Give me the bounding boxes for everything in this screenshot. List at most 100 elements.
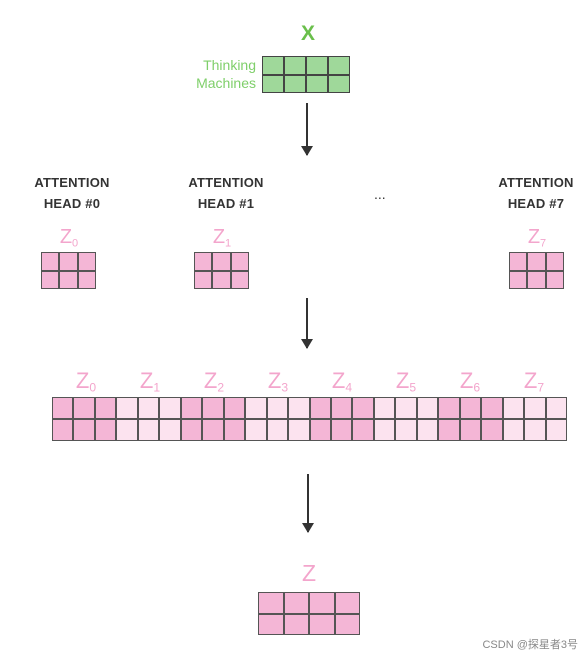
concat-label-z1: Z1 [118, 368, 182, 395]
matrix-cell [309, 613, 335, 635]
matrix-cell [284, 74, 306, 93]
matrix-cell [59, 252, 78, 271]
concat-label-z7: Z7 [502, 368, 566, 395]
head-title-line: HEAD #0 [43, 196, 101, 211]
matrix-cell [73, 419, 95, 441]
head-title-line: HEAD #1 [197, 196, 255, 211]
z-subscript: 5 [409, 380, 417, 395]
matrix-cell [223, 419, 246, 441]
matrix-cell [527, 270, 546, 289]
matrix-cell [284, 56, 306, 75]
matrix-cell [116, 397, 138, 419]
matrix-cell [94, 419, 117, 441]
z-letter: Z [203, 368, 218, 393]
head-0-z-label: Z0 [52, 226, 86, 249]
matrix-cell [545, 419, 567, 441]
arrow-down-icon [301, 103, 313, 156]
matrix-cell [309, 592, 335, 614]
z-subscript: 6 [473, 380, 481, 395]
z-subscript: 0 [89, 380, 97, 395]
matrix-cell [306, 74, 328, 93]
matrix-cell [481, 419, 503, 441]
matrix-cell [459, 397, 482, 419]
head-title-line: HEAD #7 [507, 196, 565, 211]
matrix-cell [334, 592, 360, 614]
matrix-cell [527, 252, 546, 271]
matrix-cell [52, 397, 74, 419]
z-letter: Z [395, 368, 410, 393]
matrix-cell [159, 397, 181, 419]
matrix-cell [223, 397, 246, 419]
matrix-cell [524, 419, 546, 441]
matrix-cell [545, 270, 564, 289]
z-subscript: 0 [72, 237, 79, 250]
matrix-cell [509, 270, 528, 289]
matrix-cell [212, 252, 231, 271]
matrix-cell [52, 419, 74, 441]
matrix-cell [77, 252, 96, 271]
z-subscript: 3 [281, 380, 289, 395]
z-letter: Z [523, 368, 538, 393]
matrix-cell [266, 419, 289, 441]
matrix-cell [309, 419, 331, 441]
matrix-cell [524, 397, 546, 419]
arrow-down-icon [302, 474, 314, 533]
matrix-cell [438, 419, 460, 441]
attention-head-1-title: ATTENTION HEAD #1 [176, 172, 276, 214]
z-letter: Z [459, 368, 474, 393]
z-subscript: 7 [537, 380, 545, 395]
input-words: Thinking Machines [176, 56, 256, 92]
z-letter: Z [267, 368, 282, 393]
z-subscript: 1 [153, 380, 161, 395]
concat-label-z6: Z6 [438, 368, 502, 395]
matrix-cell [416, 419, 439, 441]
matrix-cell [509, 252, 528, 271]
ellipsis: ... [374, 186, 386, 202]
input-matrix [262, 56, 350, 93]
matrix-cell [416, 397, 439, 419]
z-subscript: 1 [225, 237, 232, 250]
matrix-cell [258, 613, 284, 635]
matrix-cell [334, 613, 360, 635]
matrix-cell [309, 397, 331, 419]
matrix-cell [116, 419, 138, 441]
input-word-1: Thinking [203, 57, 256, 73]
matrix-cell [288, 397, 310, 419]
matrix-cell [373, 397, 396, 419]
matrix-cell [180, 419, 203, 441]
concat-label-z5: Z5 [374, 368, 438, 395]
output-z-label: Z [301, 560, 317, 586]
matrix-cell [41, 252, 60, 271]
head-title-line: ATTENTION [188, 175, 264, 190]
head-7-matrix [509, 252, 564, 289]
matrix-cell [77, 270, 96, 289]
matrix-cell [41, 270, 60, 289]
matrix-cell [328, 56, 350, 75]
z-letter: Z [527, 226, 541, 248]
watermark: CSDN @探星者3号 [482, 639, 578, 651]
matrix-cell [266, 397, 289, 419]
head-1-z-label: Z1 [205, 226, 239, 249]
input-word-2: Machines [196, 75, 256, 91]
head-1-matrix [194, 252, 249, 289]
concat-label-z0: Z0 [54, 368, 118, 395]
output-matrix [258, 592, 360, 635]
matrix-cell [202, 397, 224, 419]
matrix-cell [180, 397, 203, 419]
matrix-cell [438, 397, 460, 419]
matrix-cell [258, 592, 284, 614]
matrix-cell [373, 419, 396, 441]
matrix-cell [230, 270, 249, 289]
matrix-cell [245, 419, 267, 441]
matrix-cell [283, 592, 309, 614]
matrix-cell [395, 397, 417, 419]
matrix-cell [202, 419, 224, 441]
head-title-line: ATTENTION [34, 175, 110, 190]
matrix-cell [73, 397, 95, 419]
z-subscript: 7 [540, 237, 547, 250]
z-letter: Z [59, 226, 73, 248]
matrix-cell [194, 270, 213, 289]
matrix-cell [159, 419, 181, 441]
z-subscript: 4 [345, 380, 353, 395]
head-7-z-label: Z7 [520, 226, 554, 249]
